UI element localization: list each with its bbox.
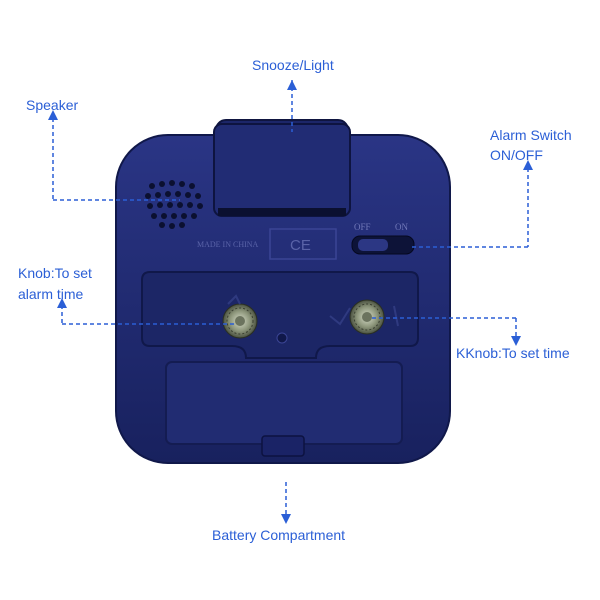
switch-off-label: OFF — [354, 222, 371, 232]
leader-lines — [52, 80, 529, 520]
alarm-switch-label-line2: ON/OFF — [490, 147, 543, 163]
knob-alarm-label-line2: alarm time — [18, 286, 84, 302]
battery-latch — [261, 435, 305, 457]
knob-time-label: KKnob:To set time — [456, 345, 570, 361]
knob-alarm-label-line1: Knob:To set — [18, 265, 92, 281]
made-in-label: MADE IN CHINA — [197, 240, 259, 249]
alarm-switch-label-line1: Alarm Switch — [490, 127, 572, 143]
alarm-switch-knob — [358, 239, 388, 251]
alarm-indicator-pin — [276, 332, 288, 344]
time-knob — [349, 299, 385, 335]
leader-arrows — [48, 80, 533, 524]
switch-on-label: ON — [395, 222, 408, 232]
battery-label: Battery Compartment — [212, 527, 346, 543]
ce-mark-box — [269, 228, 337, 260]
battery-compartment — [165, 361, 403, 445]
snooze-light-label: Snooze/Light — [252, 57, 334, 73]
knob-recess — [141, 271, 419, 359]
ce-mark: CE — [290, 237, 311, 254]
speaker-label: Speaker — [26, 97, 79, 113]
speaker-grille — [145, 180, 203, 229]
alarm-knob — [222, 303, 258, 339]
